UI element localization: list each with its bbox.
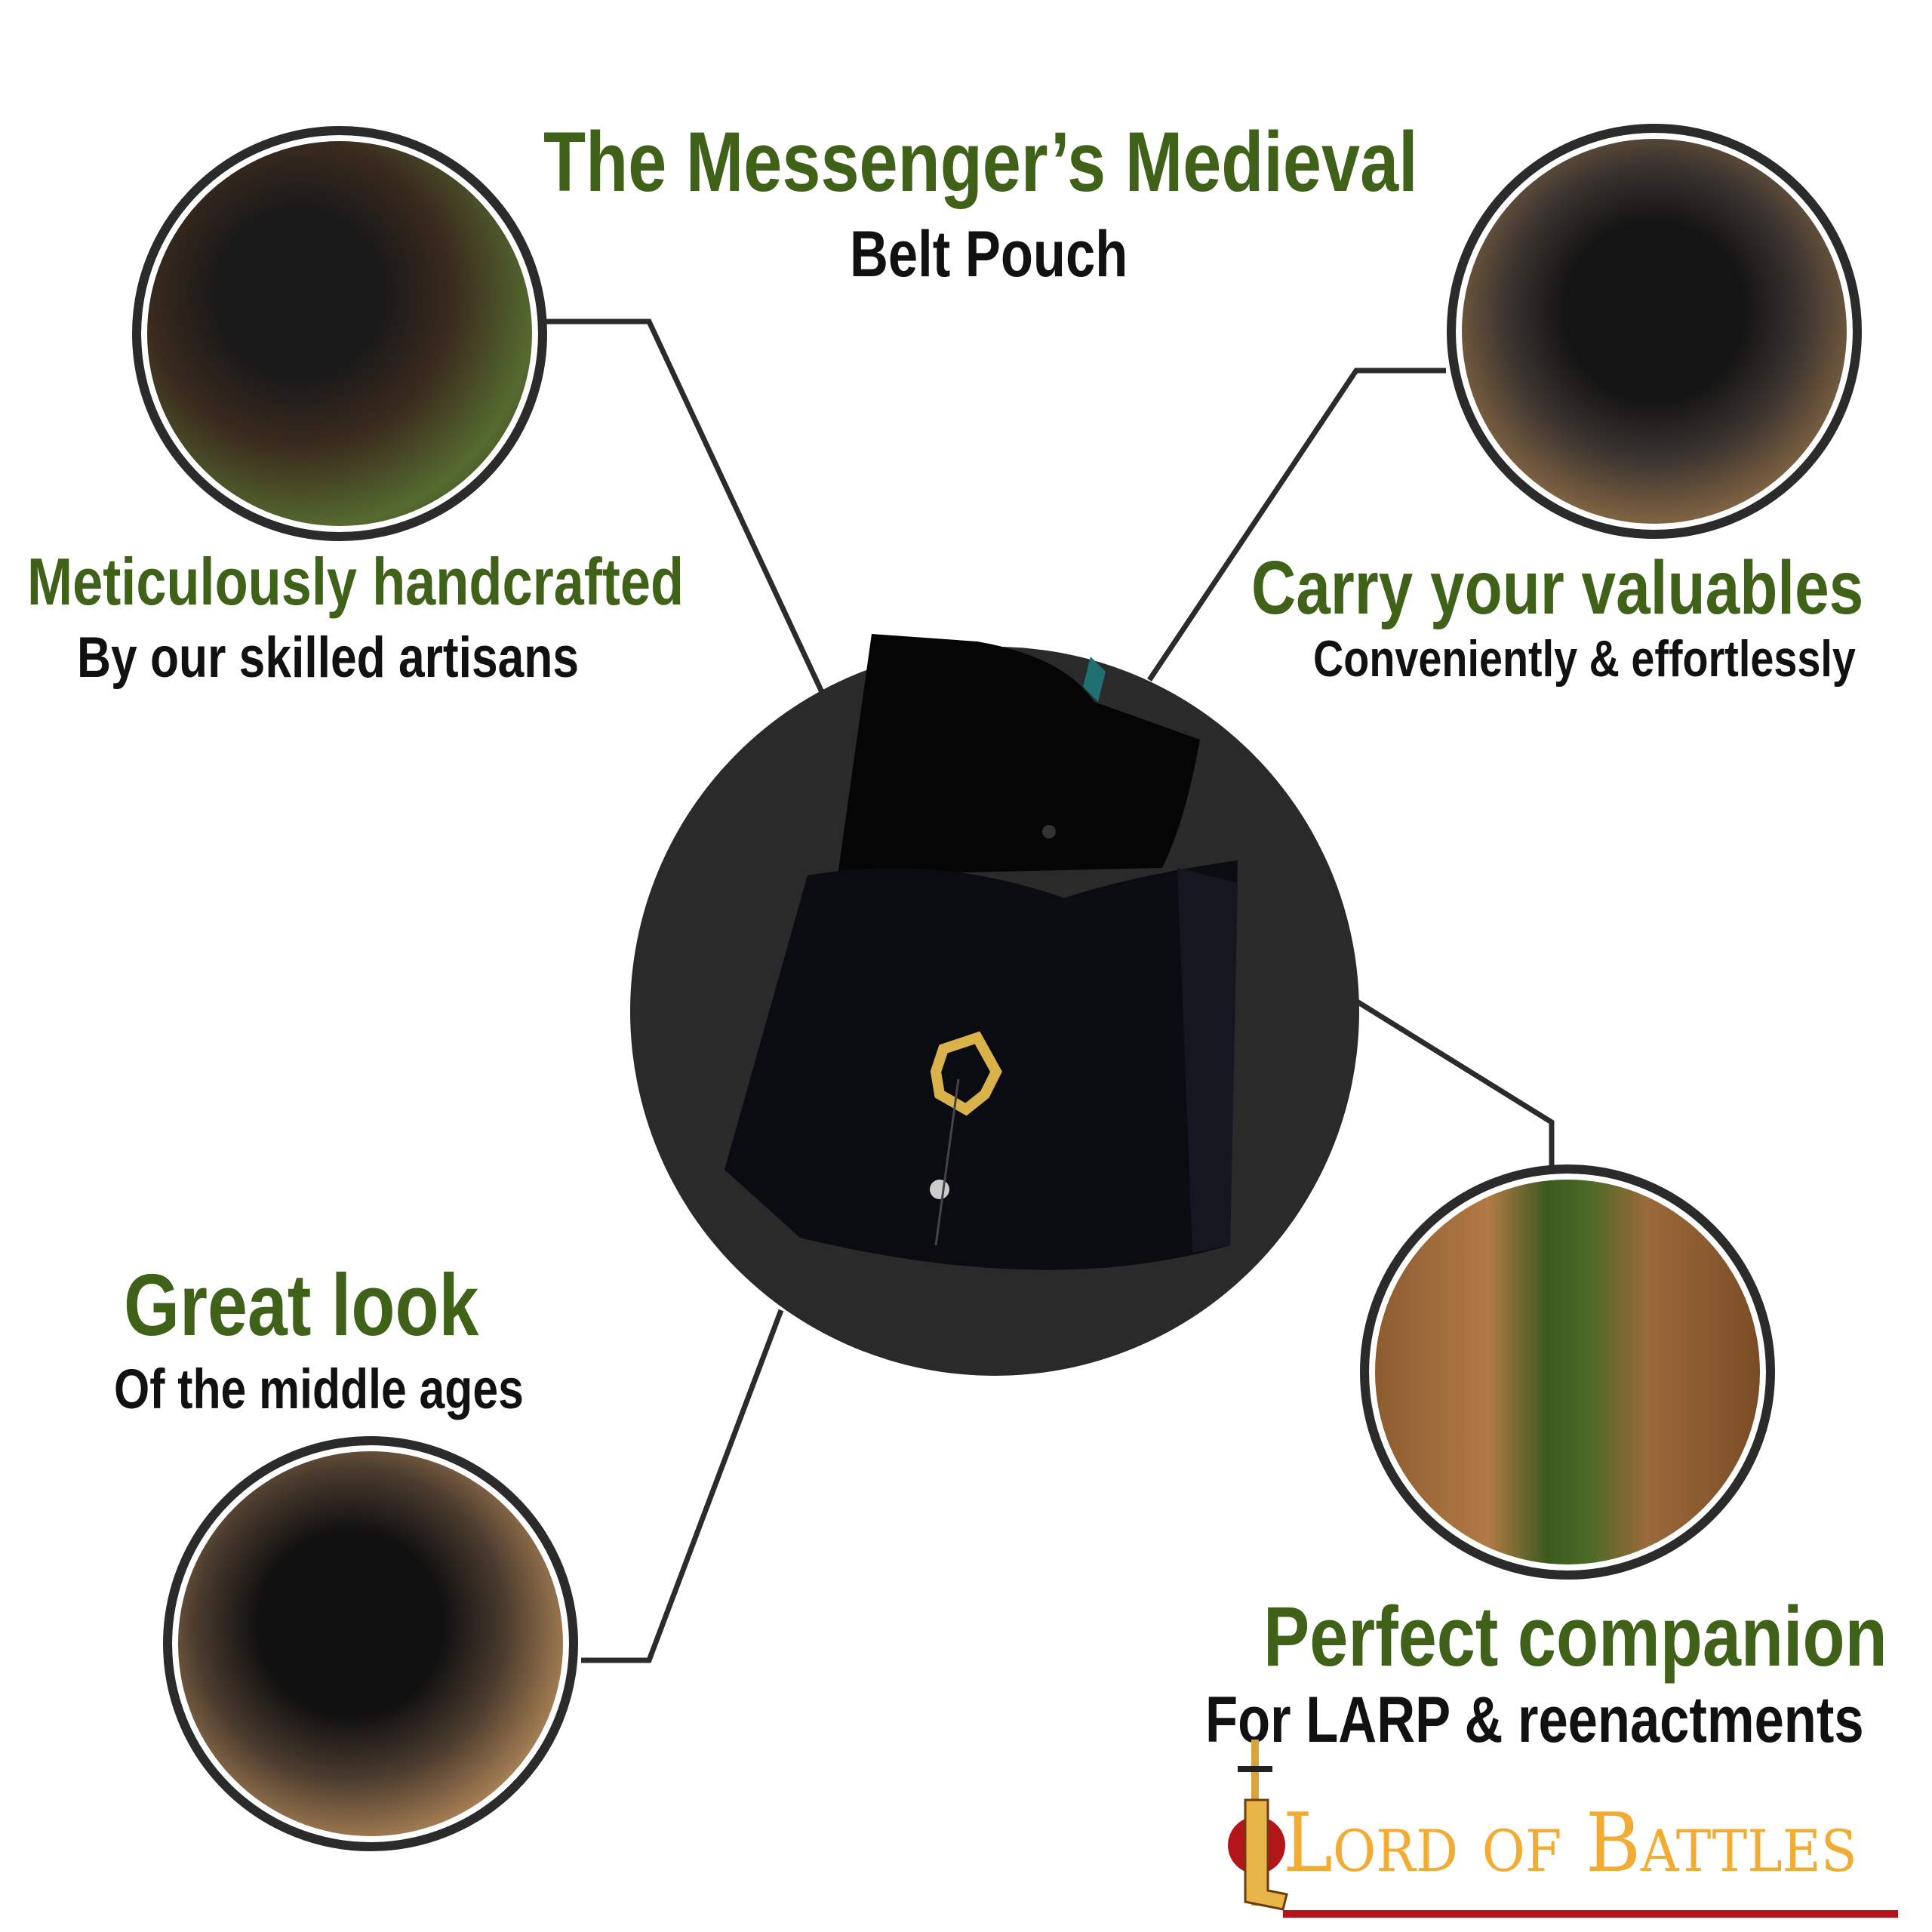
feature-image-handcrafted [132, 126, 547, 541]
connector-top-left [544, 318, 825, 694]
feature-heading-companion: Perfect companion [1263, 1589, 1887, 1684]
brand-logo: Lord of Battles [1223, 1740, 1906, 1924]
feature-heading-valuables: Carry your valuables [1251, 546, 1864, 630]
feature-heading-great-look: Great look [124, 1256, 479, 1354]
sword-emblem-icon [1228, 1740, 1288, 1911]
feature-image-great-look [163, 1436, 578, 1851]
feature-sub-great-look: Of the middle ages [114, 1358, 524, 1420]
connector-bottom-right [1355, 999, 1555, 1168]
connector-bottom-left [581, 1309, 784, 1663]
feature-heading-handcrafted: Meticulously handcrafted [27, 544, 685, 619]
feature-image-valuables [1447, 124, 1862, 539]
logo-underline [1283, 1910, 1898, 1918]
logo-text: Lord of Battles [1283, 1796, 1857, 1890]
page-subtitle: Belt Pouch [850, 218, 1128, 291]
connector-top-right [1147, 368, 1446, 681]
feature-sub-handcrafted: By our skilled artisans [77, 626, 580, 690]
feature-sub-companion: For LARP & reenactments [1205, 1684, 1864, 1756]
feature-image-companion [1360, 1164, 1775, 1580]
pouch-illustration [724, 634, 1238, 1270]
page-title: The Messenger’s Medieval [543, 115, 1418, 209]
feature-sub-valuables: Conveniently & effortlessly [1313, 630, 1856, 688]
